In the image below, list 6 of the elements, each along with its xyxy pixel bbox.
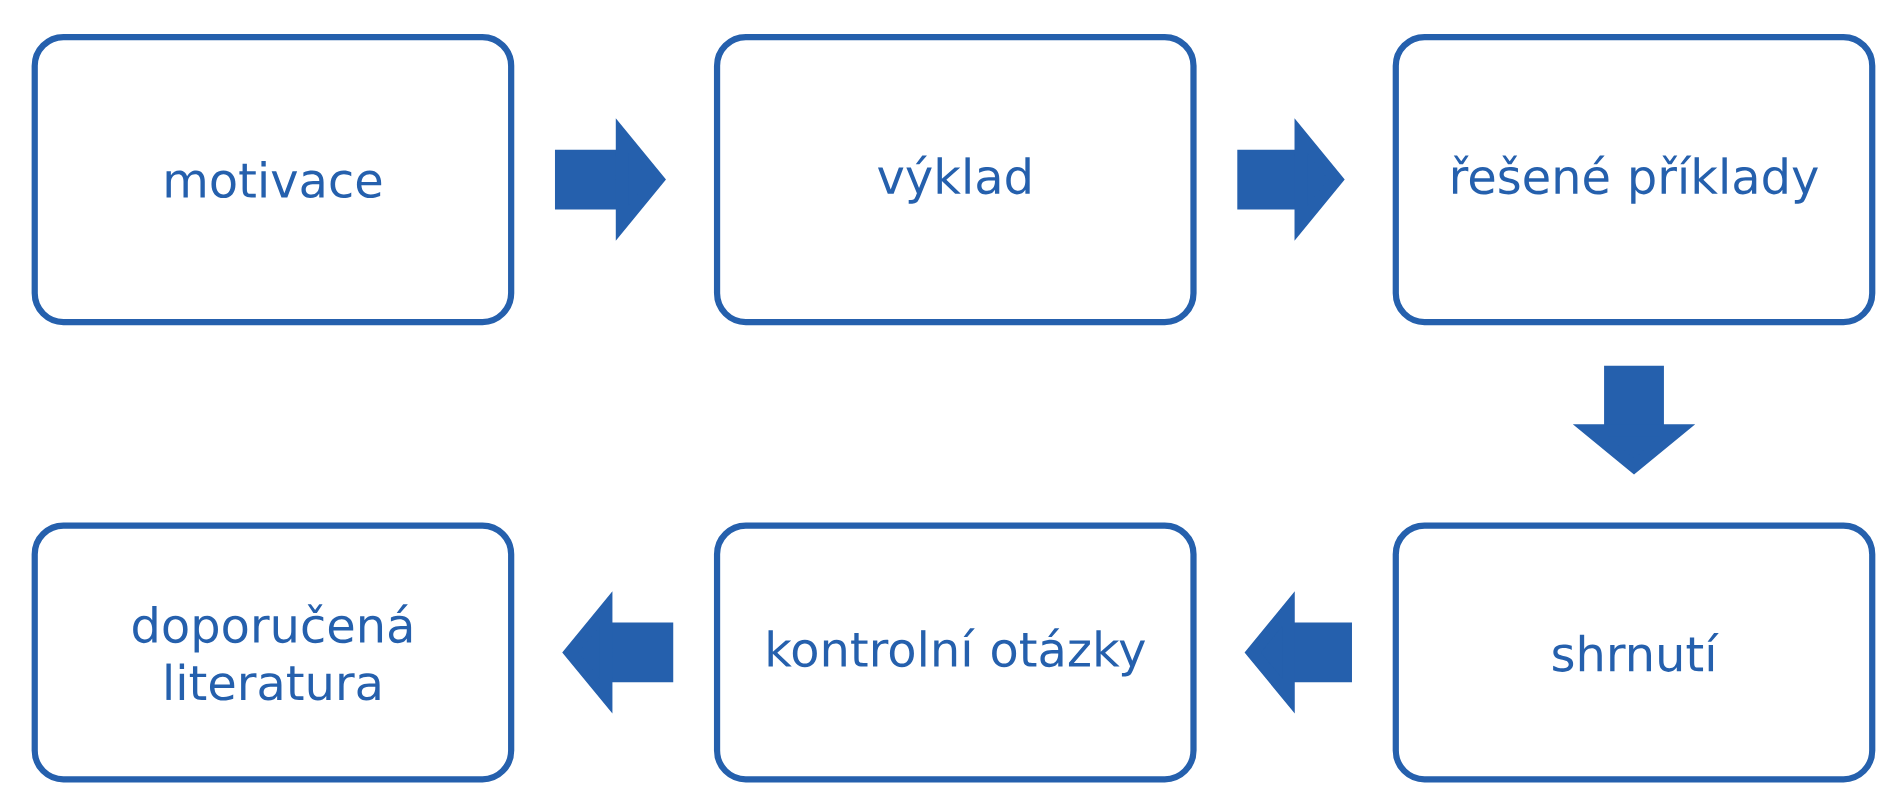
step-box: shrnutí bbox=[1392, 522, 1876, 783]
step-box: motivace bbox=[31, 34, 515, 326]
step-box: kontrolní otázky bbox=[713, 522, 1197, 783]
step-box: výklad bbox=[713, 34, 1197, 326]
step-box: řešené příklady bbox=[1392, 34, 1876, 326]
step-box: doporučená literatura bbox=[31, 522, 515, 783]
